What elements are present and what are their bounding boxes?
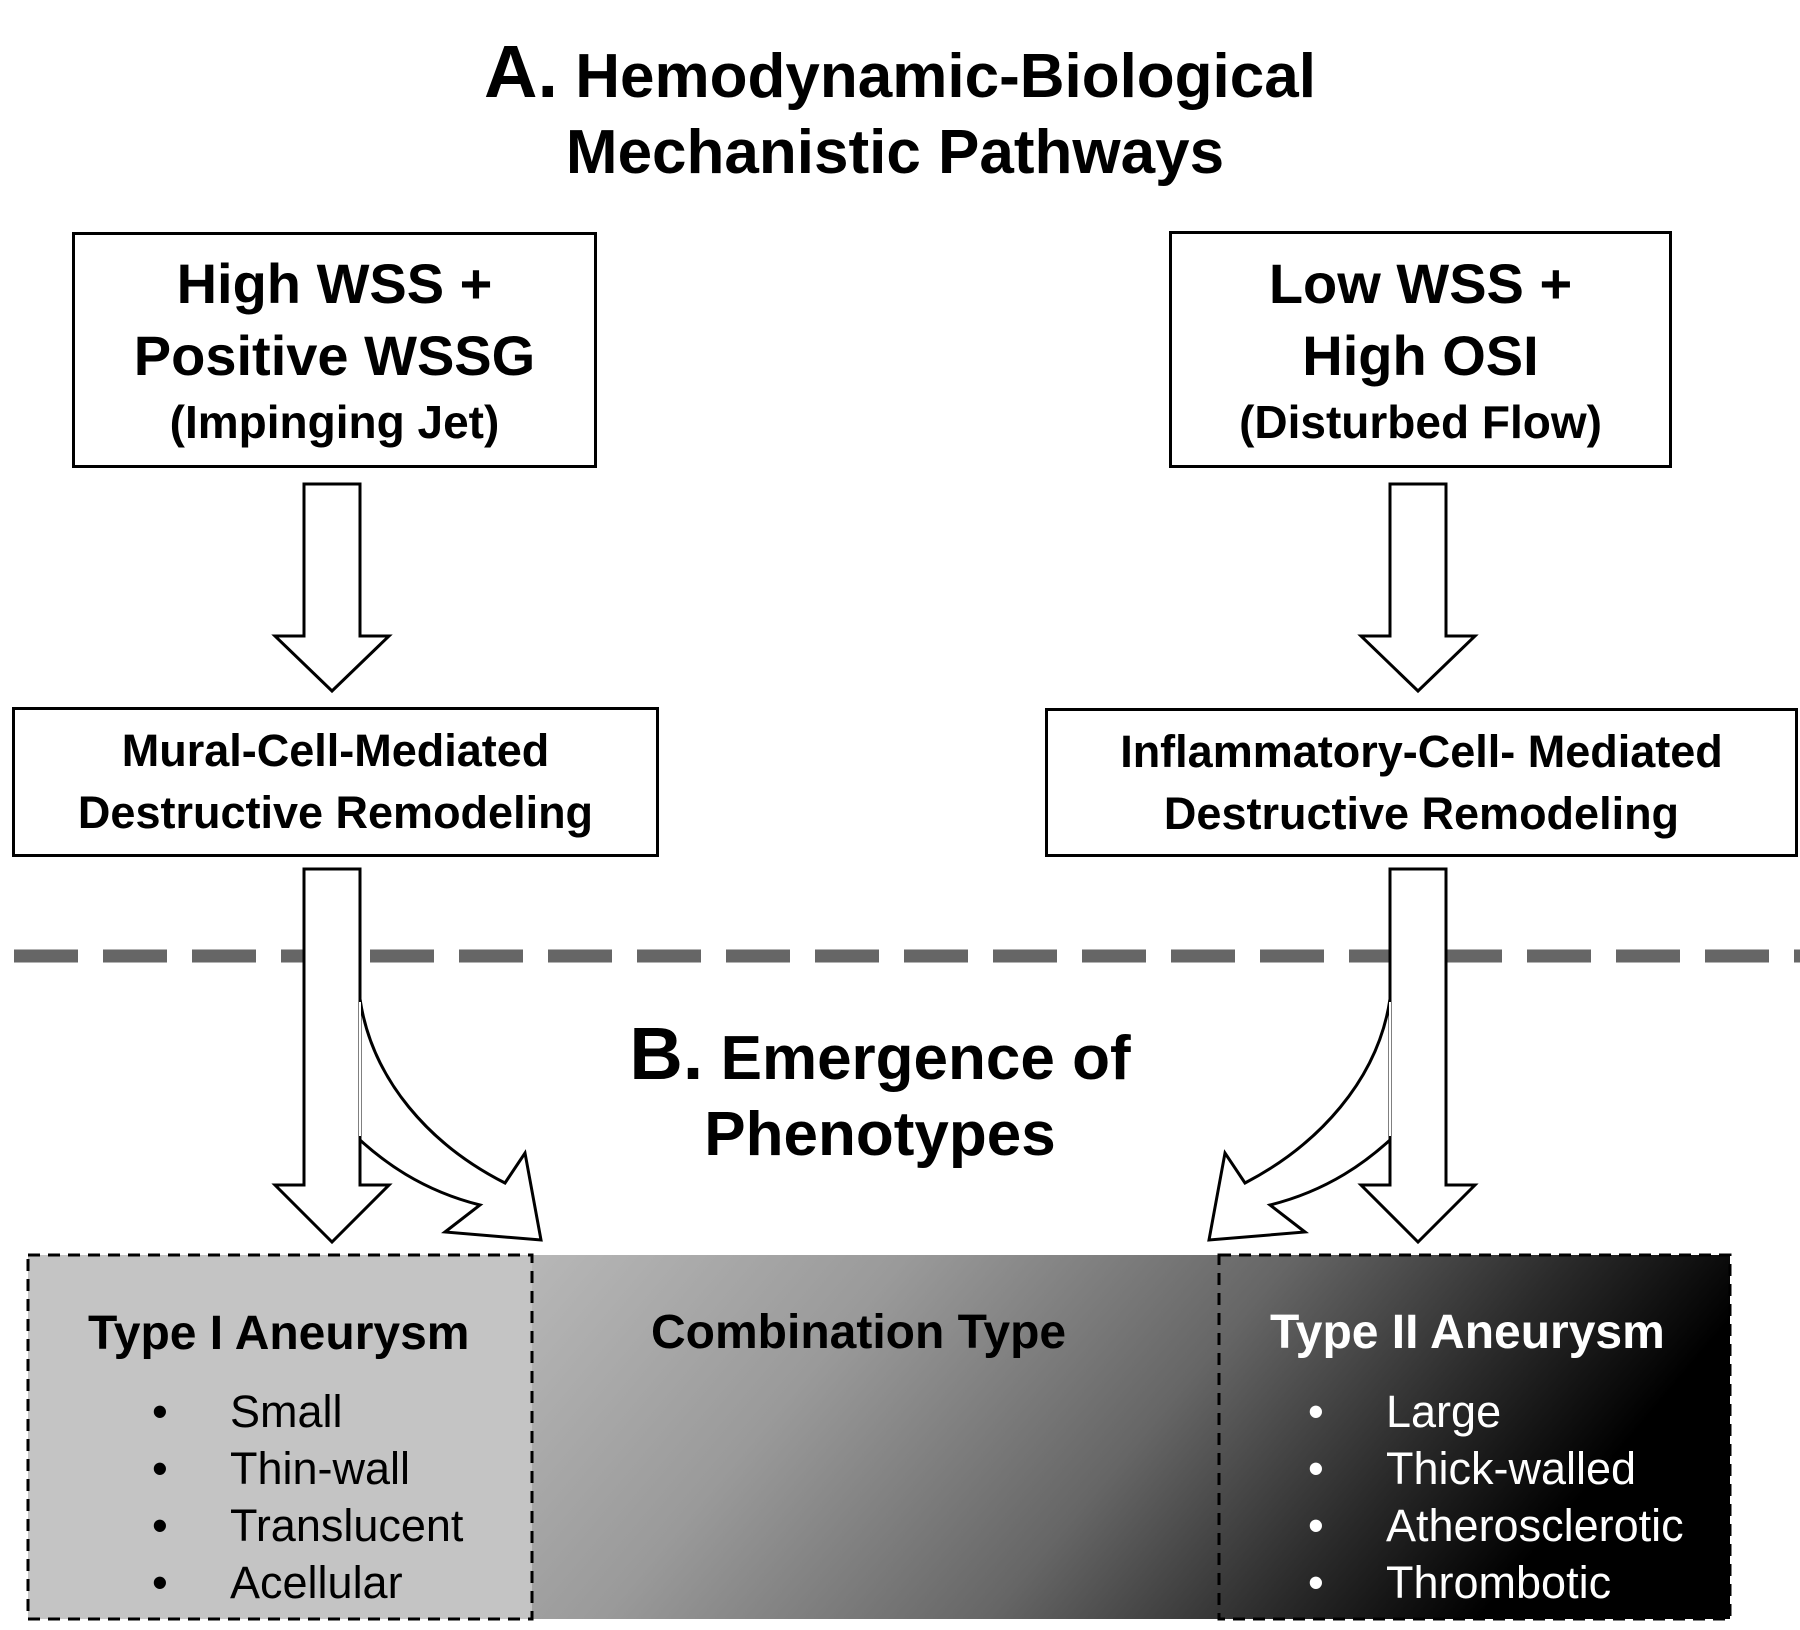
type2-feature-list: Large Thick-walled Atherosclerotic Throm…: [1308, 1383, 1684, 1611]
type1-feature-list: Small Thin-wall Translucent Acellular: [152, 1383, 463, 1611]
right-condition-line2: High OSI: [1302, 323, 1539, 387]
right-curved-arrow: [1207, 998, 1392, 1242]
left-down-arrow-1: [271, 482, 393, 694]
right-down-arrow-2: [1357, 867, 1479, 1245]
section-a-title-line1: Hemodynamic-Biological: [575, 42, 1316, 111]
type2-feature: Thrombotic: [1308, 1554, 1684, 1611]
right-down-arrow-1: [1357, 482, 1479, 694]
type1-feature: Small: [152, 1383, 463, 1440]
combination-title: Combination Type: [651, 1306, 1067, 1359]
type2-dashed-border: [1217, 1253, 1732, 1621]
type2-title: Type II Aneurysm: [1270, 1306, 1665, 1359]
right-mechanism-box: Inflammatory-Cell- Mediated Destructive …: [1045, 708, 1798, 857]
left-condition-line1: High WSS +: [176, 252, 493, 315]
section-b-letter: B.: [629, 1012, 704, 1095]
left-mechanism-box: Mural-Cell-Mediated Destructive Remodeli…: [12, 707, 659, 857]
section-b-title: B. Emergence of Phenotypes: [560, 1016, 1200, 1173]
type2-feature: Large: [1308, 1383, 1684, 1440]
type1-feature: Thin-wall: [152, 1440, 463, 1497]
section-a-title: A. Hemodynamic-Biological Mechanistic Pa…: [380, 34, 1420, 191]
section-b-title-line2: Phenotypes: [704, 1100, 1056, 1169]
left-condition-box: High WSS + Positive WSSG (Impinging Jet): [72, 232, 597, 468]
left-condition-sub: (Impinging Jet): [169, 396, 500, 448]
section-b-title-line1: Emergence of: [720, 1024, 1131, 1093]
type1-title: Type I Aneurysm: [88, 1307, 470, 1360]
left-curved-arrow: [358, 998, 543, 1242]
type1-dashed-border: [26, 1253, 534, 1621]
left-condition-line2: Positive WSSG: [133, 324, 536, 387]
type1-feature: Translucent: [152, 1497, 463, 1554]
section-a-letter: A.: [484, 30, 559, 113]
section-a-title-line2: Mechanistic Pathways: [565, 118, 1225, 187]
right-mechanism-line2: Destructive Remodeling: [1163, 787, 1680, 839]
left-down-arrow-2: [271, 867, 393, 1245]
type2-feature: Thick-walled: [1308, 1440, 1684, 1497]
type1-feature: Acellular: [152, 1554, 463, 1611]
type2-feature: Atherosclerotic: [1308, 1497, 1684, 1554]
left-mechanism-line1: Mural-Cell-Mediated: [121, 725, 550, 776]
right-mechanism-line1: Inflammatory-Cell- Mediated: [1120, 725, 1723, 777]
right-condition-sub: (Disturbed Flow): [1239, 395, 1602, 448]
right-condition-line1: Low WSS +: [1268, 251, 1573, 315]
right-condition-box: Low WSS + High OSI (Disturbed Flow): [1169, 231, 1672, 468]
left-mechanism-line2: Destructive Remodeling: [77, 787, 594, 838]
